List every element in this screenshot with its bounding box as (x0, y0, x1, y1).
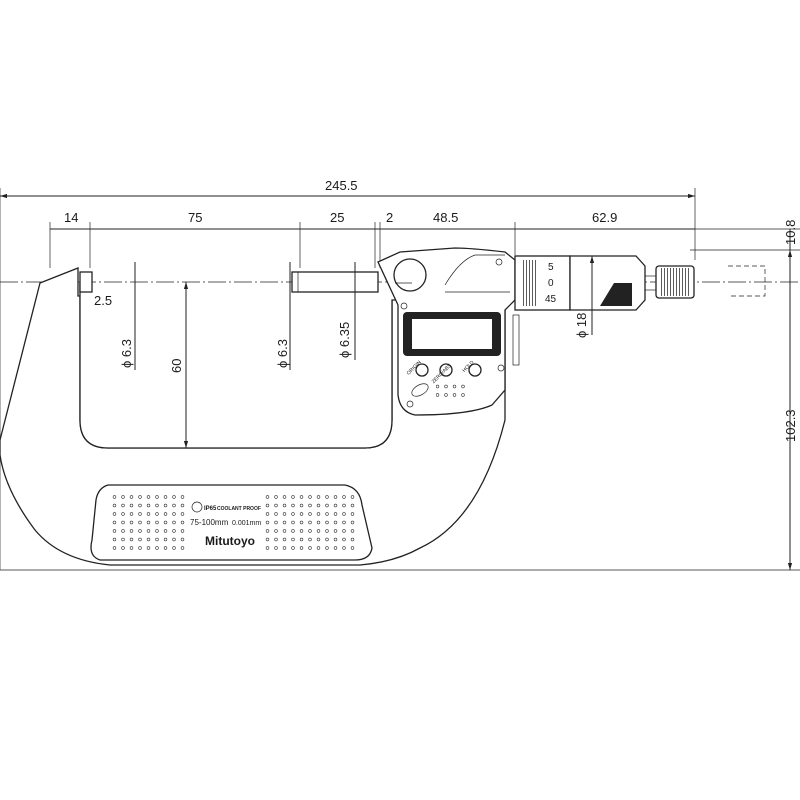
sleeve-scale (523, 260, 537, 306)
scale-mark: 5 (548, 262, 554, 273)
dim-top-offset: 10.8 (783, 220, 798, 245)
screw-icon (400, 302, 408, 310)
frame-throat (79, 283, 393, 449)
dim-anvil-step: 2.5 (94, 293, 112, 308)
resolution-label: 0.001mm (232, 520, 261, 527)
speaker-grille (436, 381, 466, 399)
coolant-proof: COOLANT PROOF (217, 506, 261, 512)
thimble-grip (600, 283, 632, 306)
dim-gap: 2 (386, 210, 393, 225)
dim-spindle-length: 25 (330, 210, 344, 225)
screw-icon (406, 400, 414, 408)
spindle (291, 271, 379, 293)
dim-body-length: 48.5 (433, 210, 458, 225)
dim-anvil-dia: ϕ 6.3 (119, 339, 134, 368)
dim-frame-opening: 75 (188, 210, 202, 225)
dim-throat-depth: 60 (169, 359, 184, 373)
battery-cover (411, 383, 429, 397)
lcd-display (412, 319, 492, 349)
dim-spindle-dia: ϕ 6.3 (275, 339, 290, 368)
side-button[interactable] (512, 314, 520, 366)
dim-spindle-dia2: ϕ 6.35 (337, 322, 352, 358)
screw-icon (497, 364, 505, 372)
scale-mark: 0 (548, 278, 554, 289)
dim-thimble-length: 62.9 (592, 210, 617, 225)
dim-height: 102.3 (783, 409, 798, 442)
brand-logo: Mitutoyo (205, 534, 255, 548)
anvil (79, 271, 93, 293)
lock-clamp[interactable] (393, 258, 427, 292)
dim-anvil-offset: 14 (64, 210, 78, 225)
range-label: 75-100mm (190, 518, 229, 527)
ip-rating: IP65 (204, 506, 217, 512)
screw-icon (495, 258, 503, 266)
ip-logo (191, 501, 203, 513)
dim-thimble-dia: ϕ 18 (574, 313, 589, 338)
scale-mark: 45 (545, 294, 557, 305)
dim-overall-length: 245.5 (325, 178, 358, 193)
spindle-extension (728, 265, 766, 297)
